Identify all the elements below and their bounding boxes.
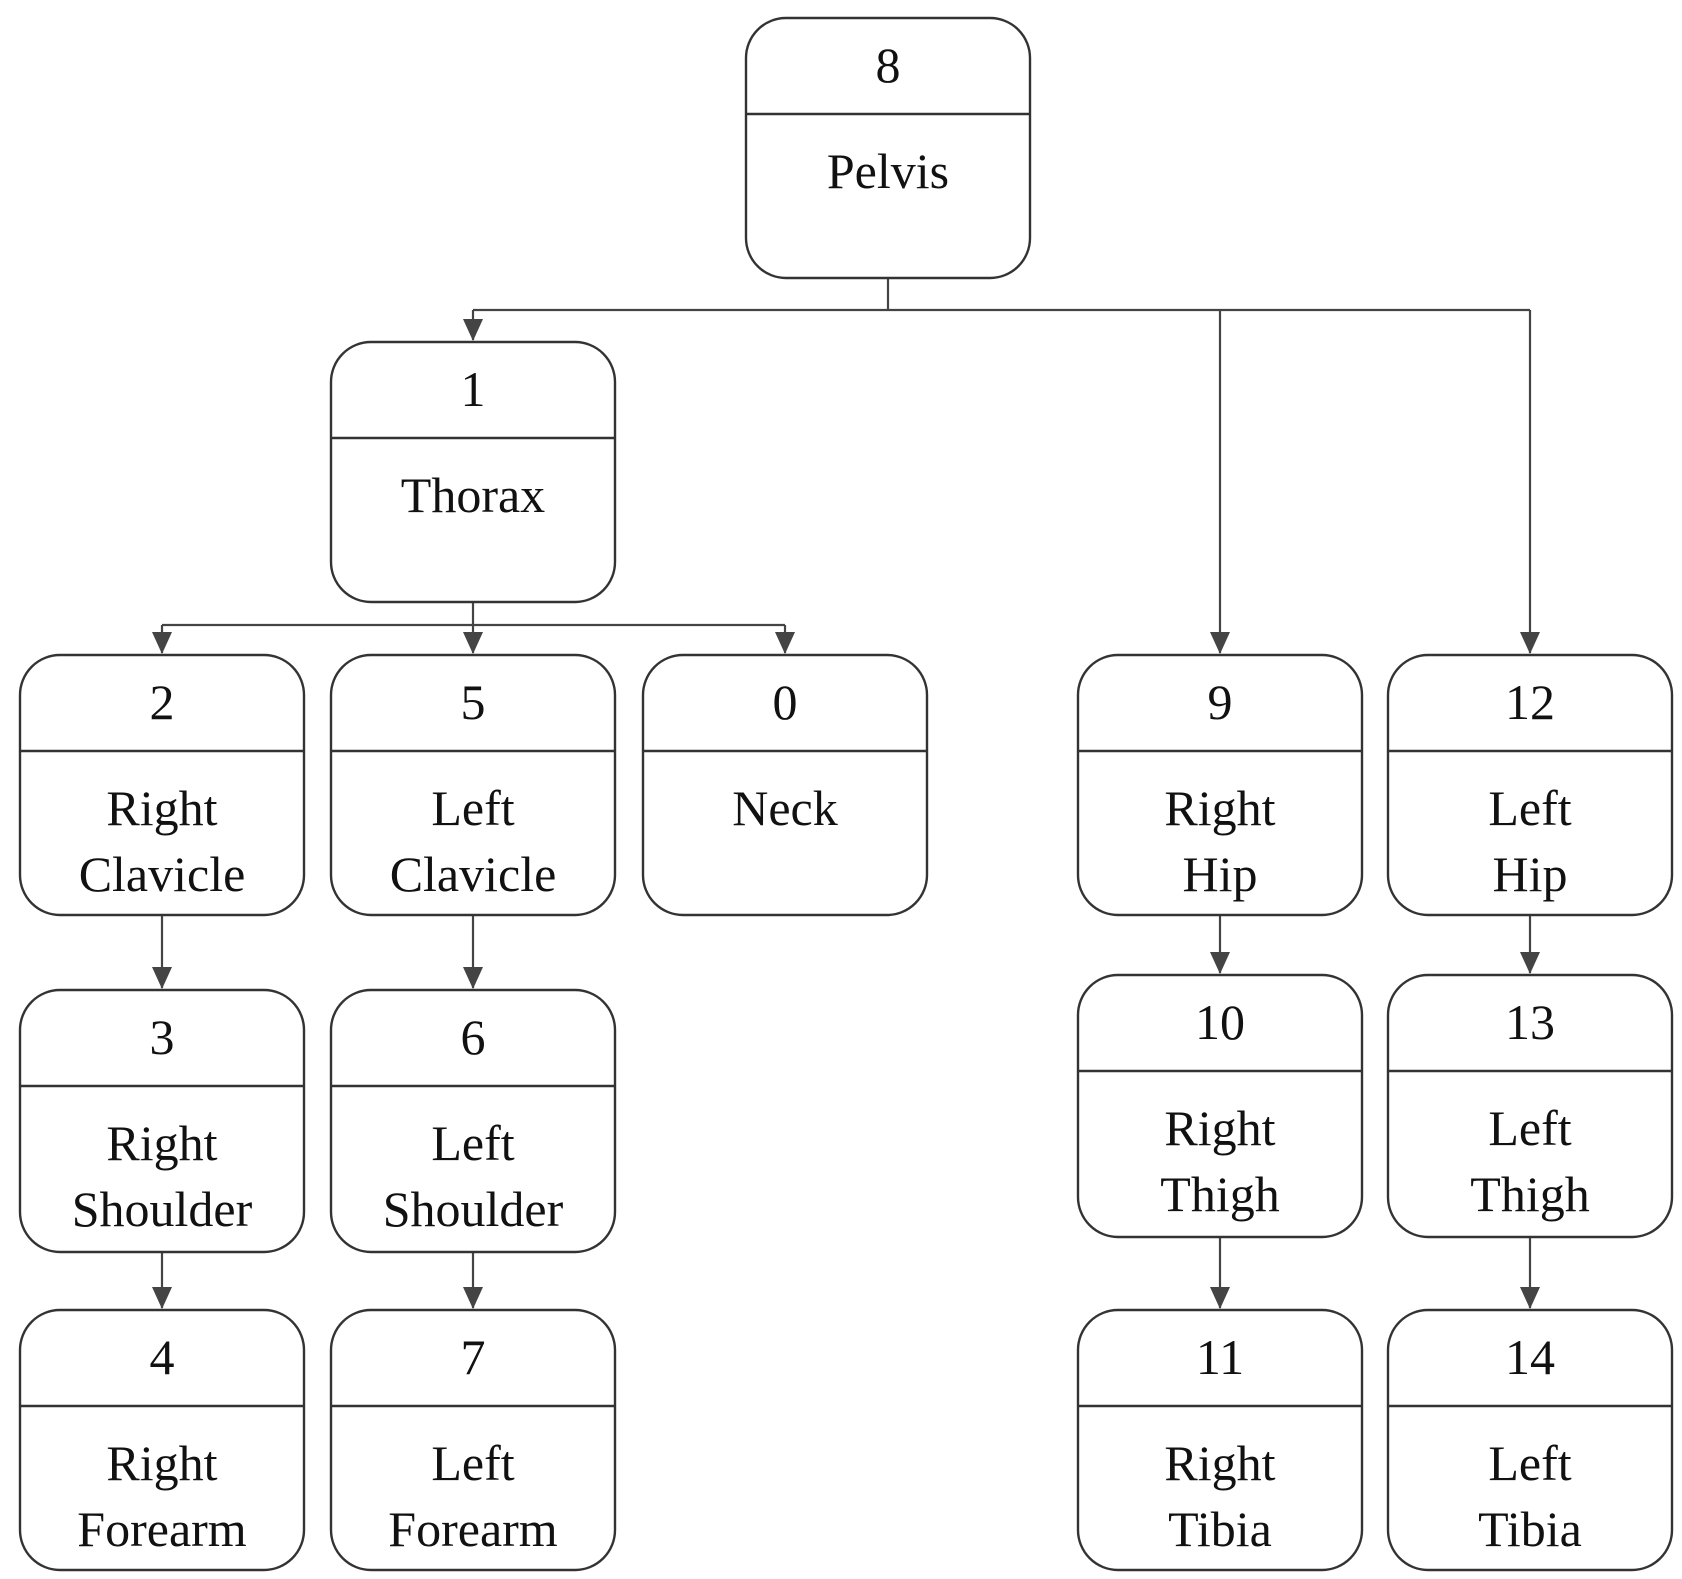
node-box xyxy=(1386,1308,1674,1572)
arrow-head-5 xyxy=(463,632,483,654)
node-id-label: 3 xyxy=(150,1009,175,1065)
node-name-line: Tibia xyxy=(1168,1501,1272,1557)
node-box xyxy=(744,16,1032,280)
node-id-label: 6 xyxy=(461,1009,486,1065)
node-name-line: Left xyxy=(431,1115,514,1171)
arrow-head-9 xyxy=(1210,632,1230,654)
arrow-head-0 xyxy=(775,632,795,654)
node-box xyxy=(18,988,306,1254)
arrow-head-3 xyxy=(152,967,172,989)
node-box xyxy=(18,1308,306,1572)
node-id-label: 8 xyxy=(876,37,901,93)
nodes-layer: 8Pelvis1Thorax2RightClavicle5LeftClavicl… xyxy=(18,16,1674,1572)
node-name-line: Right xyxy=(1164,1100,1275,1156)
edges-from-6 xyxy=(463,1252,483,1309)
edges-layer xyxy=(152,278,1540,1309)
node-box xyxy=(1386,653,1674,917)
node-id-label: 0 xyxy=(773,674,798,730)
node-name-line: Right xyxy=(1164,780,1275,836)
node-name-line: Hip xyxy=(1493,846,1568,902)
node-id-label: 12 xyxy=(1505,674,1555,730)
node-box xyxy=(1076,1308,1364,1572)
edges-from-5 xyxy=(463,915,483,989)
node-name-line: Right xyxy=(106,1115,217,1171)
node-name-line: Tibia xyxy=(1478,1501,1582,1557)
arrow-head-14 xyxy=(1520,1287,1540,1309)
node-id-label: 10 xyxy=(1195,994,1245,1050)
arrow-head-4 xyxy=(152,1287,172,1309)
node-name-line: Left xyxy=(1488,1100,1571,1156)
arrow-head-6 xyxy=(463,967,483,989)
node-name-line: Clavicle xyxy=(390,846,557,902)
node-name-line: Shoulder xyxy=(383,1181,564,1237)
node-id-label: 14 xyxy=(1505,1329,1555,1385)
node-name-line: Right xyxy=(106,1435,217,1491)
node-name-line: Forearm xyxy=(388,1501,557,1557)
node-name-line: Shoulder xyxy=(72,1181,253,1237)
node-name-line: Thorax xyxy=(401,467,545,523)
edges-from-9 xyxy=(1210,915,1230,974)
arrow-head-7 xyxy=(463,1287,483,1309)
node-box xyxy=(1076,973,1364,1239)
edges-from-10 xyxy=(1210,1237,1230,1309)
edges-from-13 xyxy=(1520,1237,1540,1309)
arrow-head-12 xyxy=(1520,632,1540,654)
node-id-label: 13 xyxy=(1505,994,1555,1050)
edges-from-12 xyxy=(1520,915,1540,974)
node-box xyxy=(641,653,929,917)
node-id-label: 9 xyxy=(1208,674,1233,730)
node-name-line: Neck xyxy=(732,780,838,836)
node-box xyxy=(1386,973,1674,1239)
arrow-head-10 xyxy=(1210,952,1230,974)
node-name-line: Thigh xyxy=(1160,1166,1279,1222)
arrow-head-2 xyxy=(152,632,172,654)
node-name-line: Hip xyxy=(1183,846,1258,902)
edges-from-3 xyxy=(152,1252,172,1309)
edges-from-1 xyxy=(152,602,795,654)
node-id-label: 5 xyxy=(461,674,486,730)
node-id-label: 4 xyxy=(150,1329,175,1385)
node-name-line: Left xyxy=(431,780,514,836)
node-name-line: Pelvis xyxy=(827,143,949,199)
node-name-line: Forearm xyxy=(77,1501,246,1557)
node-name-line: Thigh xyxy=(1470,1166,1589,1222)
node-name-line: Clavicle xyxy=(79,846,246,902)
edges-from-8 xyxy=(463,278,1540,654)
node-name-line: Right xyxy=(1164,1435,1275,1491)
node-box xyxy=(329,1308,617,1572)
node-name-line: Left xyxy=(1488,780,1571,836)
node-box xyxy=(329,653,617,917)
node-name-line: Left xyxy=(431,1435,514,1491)
node-box xyxy=(1076,653,1364,917)
node-id-label: 1 xyxy=(461,361,486,417)
node-name-line: Left xyxy=(1488,1435,1571,1491)
node-id-label: 11 xyxy=(1196,1329,1244,1385)
node-id-label: 2 xyxy=(150,674,175,730)
arrow-head-13 xyxy=(1520,952,1540,974)
node-name-line: Right xyxy=(106,780,217,836)
arrow-head-11 xyxy=(1210,1287,1230,1309)
edges-from-2 xyxy=(152,915,172,989)
node-box xyxy=(329,988,617,1254)
node-box xyxy=(329,340,617,604)
arrow-head-1 xyxy=(463,319,483,341)
node-box xyxy=(18,653,306,917)
node-id-label: 7 xyxy=(461,1329,486,1385)
